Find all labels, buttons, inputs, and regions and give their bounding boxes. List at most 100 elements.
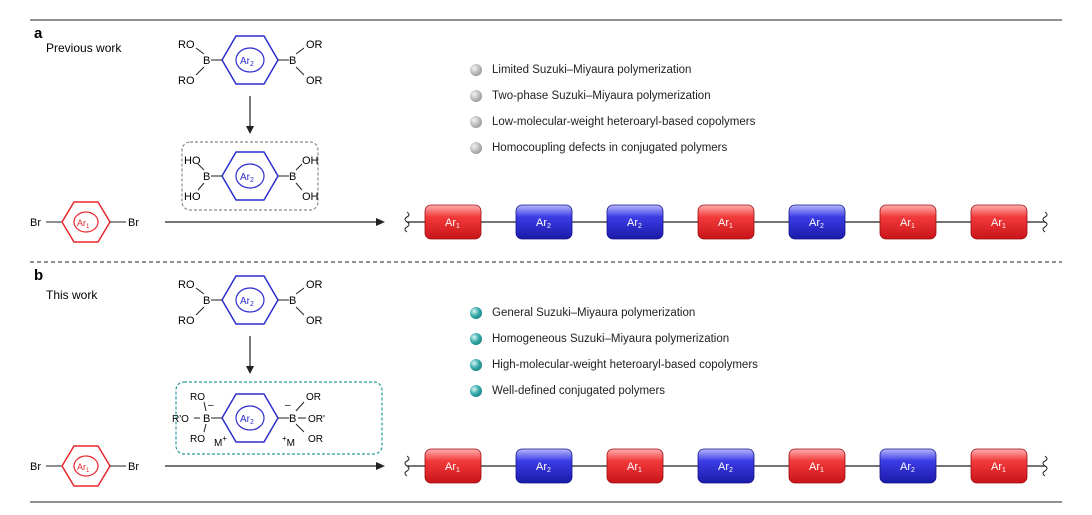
svg-text:Ar2: Ar2 bbox=[240, 296, 254, 308]
panel-b-reaction-arrowhead bbox=[376, 462, 385, 470]
panel-b-title: This work bbox=[46, 288, 98, 302]
unit-label: Ar1 bbox=[445, 217, 460, 230]
unit-label: Ar1 bbox=[809, 461, 824, 474]
panel-a-down-arrowhead bbox=[246, 126, 254, 134]
svg-text:B: B bbox=[289, 295, 296, 307]
svg-text:RO: RO bbox=[190, 392, 205, 403]
feature-item: High-molecular-weight heteroaryl-based c… bbox=[470, 352, 758, 378]
bullet-sphere-icon bbox=[470, 333, 482, 345]
unit-label: Ar2 bbox=[718, 461, 733, 474]
ar2-unit bbox=[606, 204, 664, 240]
svg-text:B: B bbox=[289, 55, 296, 67]
svg-text:B: B bbox=[289, 171, 296, 183]
feature-item: Low-molecular-weight heteroaryl-based co… bbox=[470, 109, 755, 135]
svg-text:OR: OR bbox=[306, 279, 323, 291]
svg-text:OH: OH bbox=[302, 191, 319, 203]
chain-end-squiggle bbox=[404, 211, 410, 233]
ar1-unit bbox=[697, 204, 755, 240]
svg-text:R'O: R'O bbox=[172, 414, 189, 425]
panel-b-letter: b bbox=[34, 267, 43, 284]
bullet-sphere-icon bbox=[470, 359, 482, 371]
feature-item: Homocoupling defects in conjugated polym… bbox=[470, 135, 755, 161]
ar2-ring-label: Ar2 bbox=[240, 56, 254, 68]
ar2-unit bbox=[515, 204, 573, 240]
panel-b-down-arrowhead bbox=[246, 366, 254, 374]
panel-b-boronic-ester: Ar2 B B RO RO OR OR bbox=[178, 275, 323, 327]
svg-text:Ar1: Ar1 bbox=[77, 462, 90, 474]
unit-label: Ar1 bbox=[991, 217, 1006, 230]
feature-text: General Suzuki–Miyaura polymerization bbox=[492, 307, 696, 319]
bullet-sphere-icon bbox=[470, 142, 482, 154]
bullet-sphere-icon bbox=[470, 90, 482, 102]
svg-text:Br: Br bbox=[30, 217, 41, 229]
svg-text:RO: RO bbox=[178, 315, 195, 327]
ar1-unit bbox=[424, 448, 482, 484]
feature-item: Homogeneous Suzuki–Miyaura polymerizatio… bbox=[470, 326, 758, 352]
unit-label: Ar1 bbox=[445, 461, 460, 474]
svg-text:B: B bbox=[203, 171, 210, 183]
unit-label: Ar2 bbox=[900, 461, 915, 474]
feature-item: Two-phase Suzuki–Miyaura polymerization bbox=[470, 83, 755, 109]
ar2-unit bbox=[697, 448, 755, 484]
feature-text: Limited Suzuki–Miyaura polymerization bbox=[492, 64, 692, 76]
svg-text:RO: RO bbox=[178, 279, 195, 291]
ar1-unit bbox=[606, 448, 664, 484]
ar1-unit bbox=[970, 204, 1028, 240]
feature-item: General Suzuki–Miyaura polymerization bbox=[470, 300, 758, 326]
unit-label: Ar2 bbox=[536, 217, 551, 230]
ar2-unit bbox=[515, 448, 573, 484]
panel-a-letter: a bbox=[34, 25, 43, 42]
panel-a-title: Previous work bbox=[46, 41, 122, 55]
svg-text:B: B bbox=[289, 413, 296, 425]
feature-text: Homogeneous Suzuki–Miyaura polymerizatio… bbox=[492, 333, 730, 345]
feature-item: Well-defined conjugated polymers bbox=[470, 378, 758, 404]
unit-label: Ar2 bbox=[627, 217, 642, 230]
feature-text: Two-phase Suzuki–Miyaura polymerization bbox=[492, 90, 711, 102]
chain-end-squiggle bbox=[404, 455, 410, 477]
svg-text:OR: OR bbox=[306, 392, 321, 403]
svg-text:Br: Br bbox=[128, 461, 139, 473]
panel-b-dashed-box bbox=[175, 381, 383, 455]
svg-text:Br: Br bbox=[30, 461, 41, 473]
feature-text: Homocoupling defects in conjugated polym… bbox=[492, 142, 728, 154]
svg-text:Br: Br bbox=[128, 217, 139, 229]
bullet-sphere-icon bbox=[470, 64, 482, 76]
svg-text:B: B bbox=[203, 295, 210, 307]
feature-text: High-molecular-weight heteroaryl-based c… bbox=[492, 359, 758, 371]
svg-text:Ar1: Ar1 bbox=[77, 218, 90, 230]
svg-text:OR: OR bbox=[306, 75, 323, 87]
panel-a-boronic-acid: Ar2 B B HO HO OH OH bbox=[184, 151, 319, 203]
ar2-unit bbox=[788, 204, 846, 240]
panel-a-polymer-chain: Ar1 Ar2 Ar2 Ar1 Ar2 Ar1 Ar1 bbox=[404, 204, 1048, 240]
unit-label: Ar1 bbox=[991, 461, 1006, 474]
svg-text:M+: M+ bbox=[214, 434, 227, 449]
feature-text: Low-molecular-weight heteroaryl-based co… bbox=[492, 116, 756, 128]
panel-a-boronic-ester: Ar2 B B RO RO OR OR bbox=[178, 35, 323, 87]
svg-text:–: – bbox=[208, 400, 214, 411]
chain-end-squiggle bbox=[1042, 211, 1048, 233]
ar1-unit bbox=[788, 448, 846, 484]
svg-text:OH: OH bbox=[302, 155, 319, 167]
bullet-sphere-icon bbox=[470, 116, 482, 128]
svg-text:OR: OR bbox=[306, 315, 323, 327]
panel-b-dibromide: Br Ar1 Br bbox=[30, 445, 139, 487]
panel-a-dibromide: Br Ar1 Br bbox=[30, 201, 139, 243]
svg-text:B: B bbox=[203, 55, 210, 67]
ar2-unit bbox=[879, 448, 937, 484]
svg-text:HO: HO bbox=[184, 191, 201, 203]
bullet-sphere-icon bbox=[470, 385, 482, 397]
panel-a-dashed-box bbox=[181, 141, 319, 211]
feature-item: Limited Suzuki–Miyaura polymerization bbox=[470, 57, 755, 83]
svg-text:OR: OR bbox=[308, 434, 323, 445]
unit-label: Ar1 bbox=[900, 217, 915, 230]
svg-text:RO: RO bbox=[190, 434, 205, 445]
unit-label: Ar1 bbox=[718, 217, 733, 230]
unit-label: Ar2 bbox=[536, 461, 551, 474]
unit-label: Ar2 bbox=[809, 217, 824, 230]
svg-text:–: – bbox=[285, 400, 291, 411]
feature-text: Well-defined conjugated polymers bbox=[492, 385, 666, 397]
